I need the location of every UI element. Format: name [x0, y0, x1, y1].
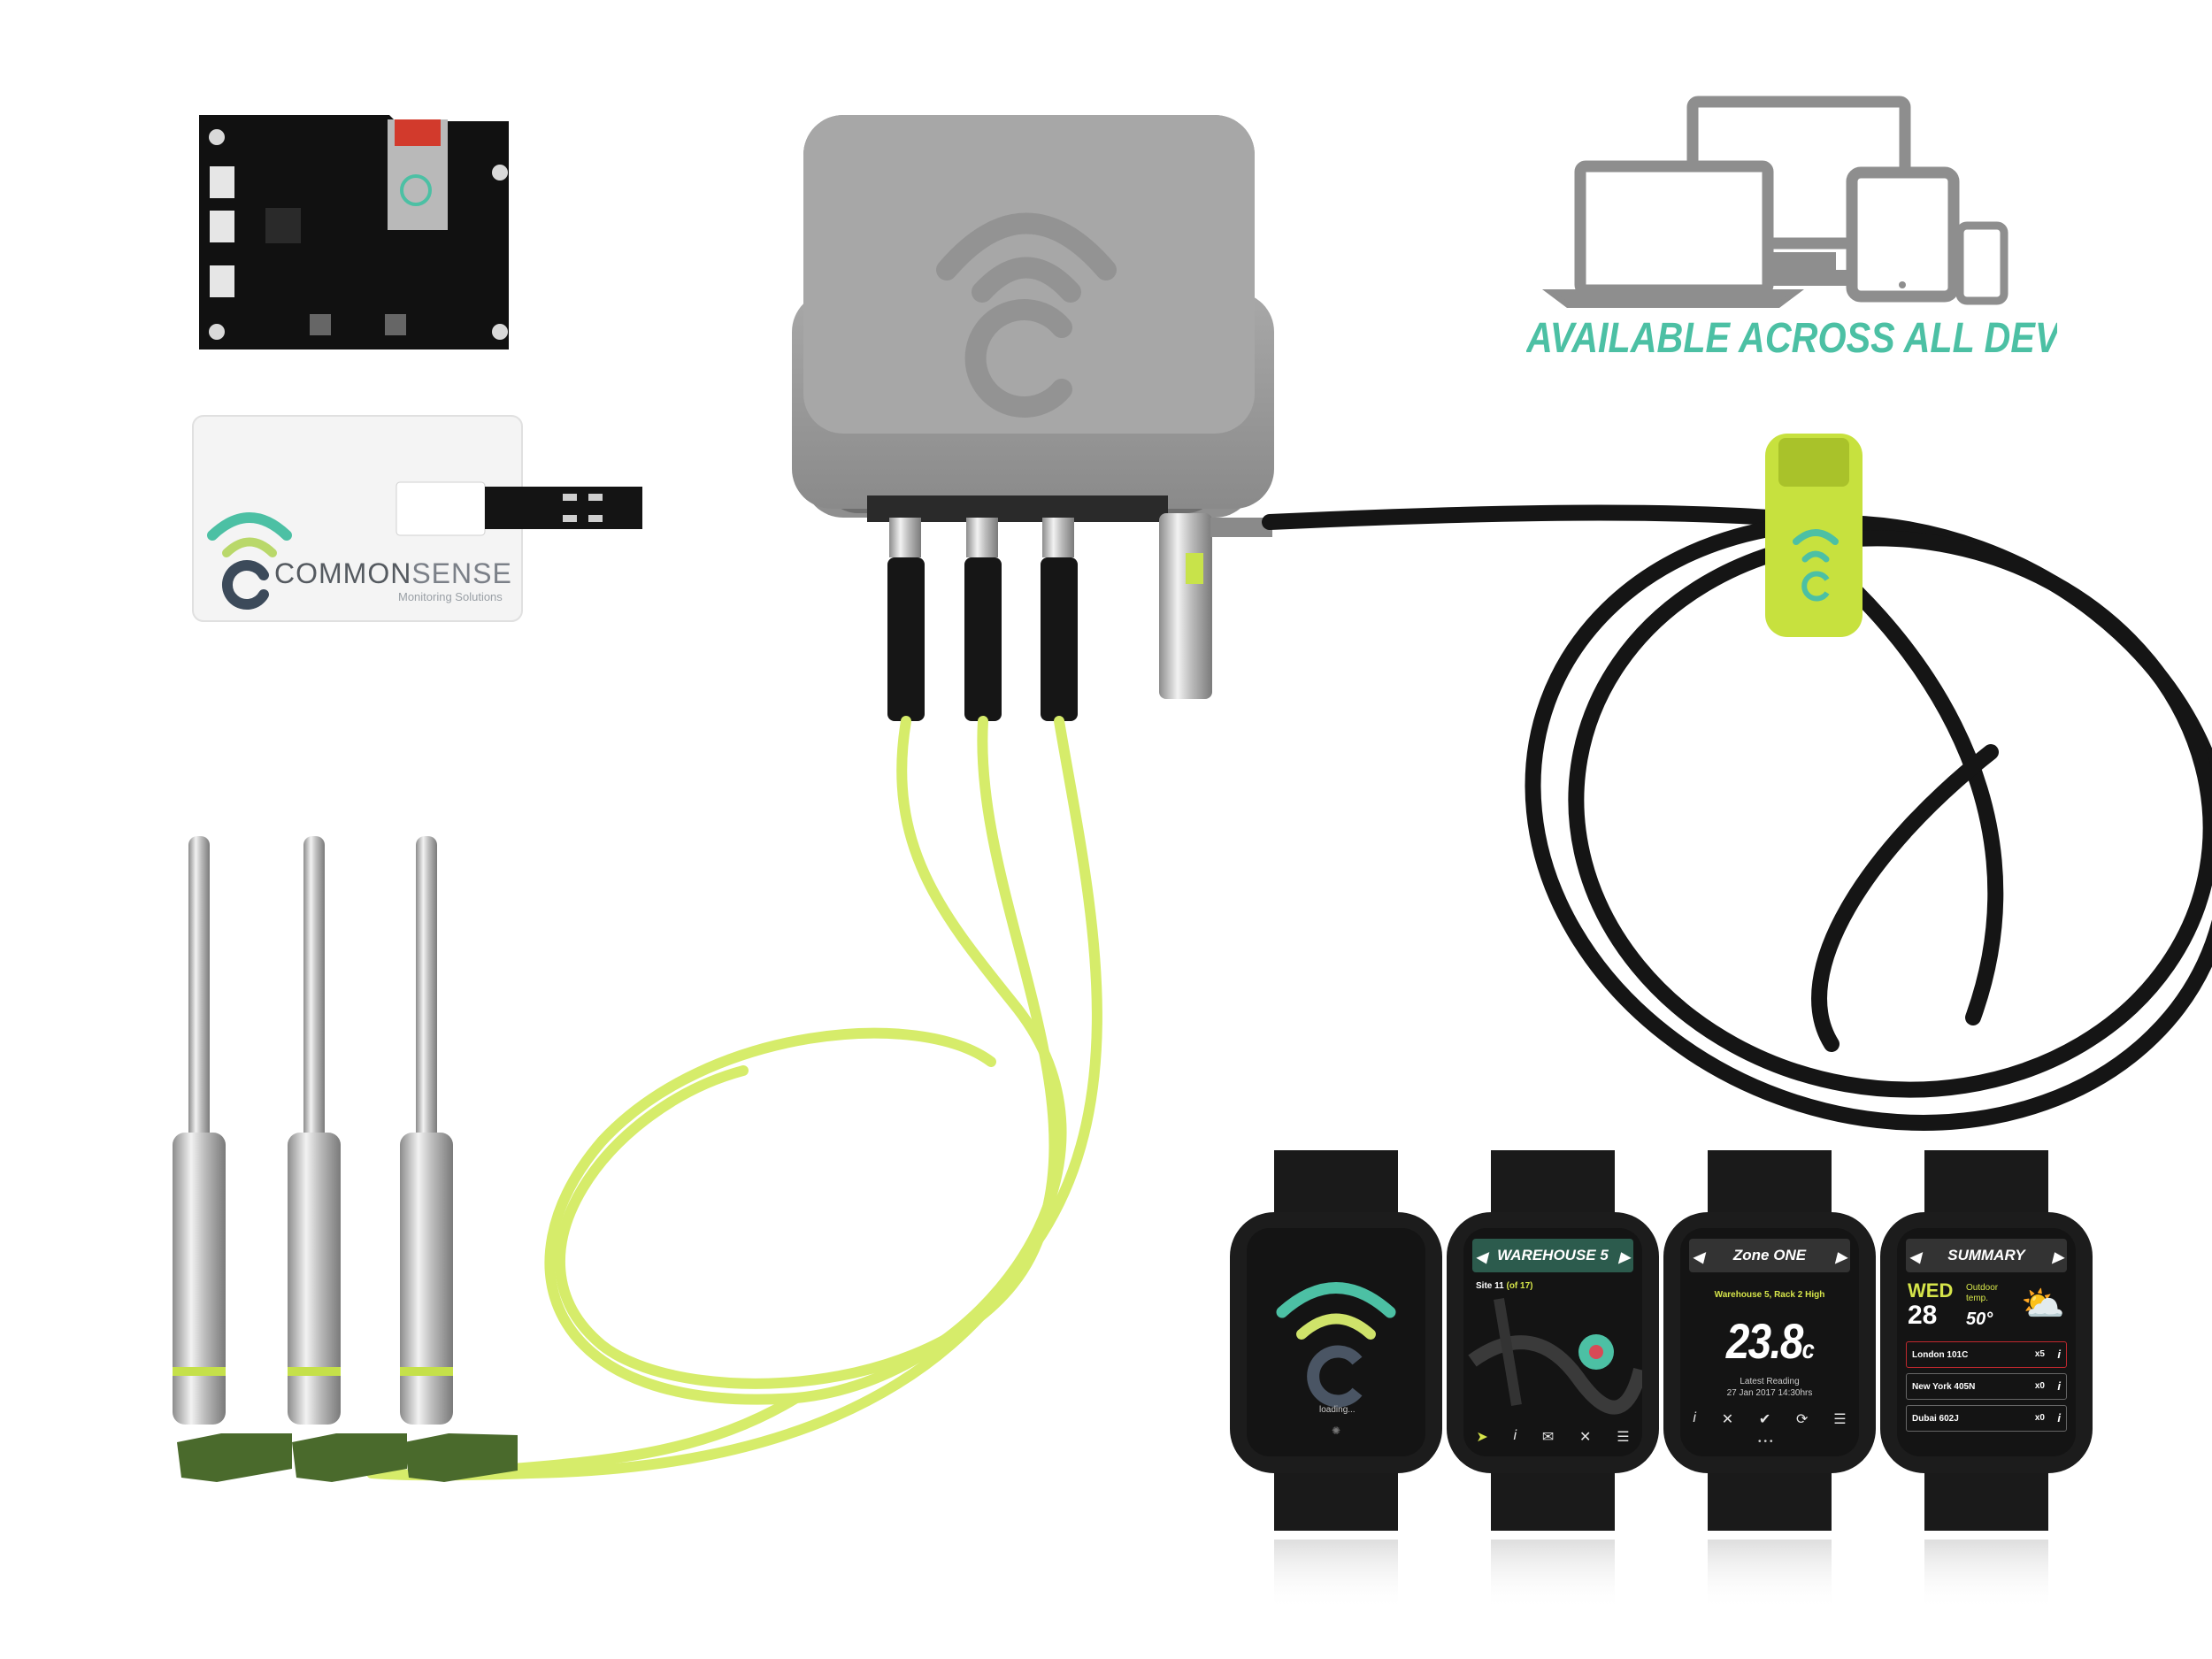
temperature-value: 23.8: [1725, 1313, 1804, 1369]
summary-title-bar[interactable]: ◀ SUMMARY ▶: [1906, 1239, 2067, 1272]
info-icon[interactable]: i: [1513, 1428, 1517, 1443]
summary-row[interactable]: New York 405N x0 i: [1906, 1373, 2067, 1400]
temperature-unit: c: [1801, 1335, 1815, 1364]
watch-screen-map: ◀ WAREHOUSE 5 ▶ Site 11 (of 17) ➤ i ✉ ✕ …: [1463, 1228, 1642, 1456]
weather-cloud-sun-icon: ⛅: [2021, 1285, 2065, 1324]
summary-title: SUMMARY: [1947, 1247, 2025, 1263]
app-logo-icon: [1276, 1282, 1396, 1408]
summary-row[interactable]: London 101C x5 i: [1906, 1341, 2067, 1368]
row-name: New York 405N: [1912, 1382, 1976, 1392]
site-label-text: Site 11: [1476, 1281, 1504, 1291]
lock-cable: [1262, 504, 2212, 1131]
info-icon[interactable]: i: [2057, 1411, 2061, 1425]
outdoor-temp: 50°: [1966, 1310, 1993, 1329]
summary-date: 28: [1908, 1301, 1938, 1330]
tablet-icon: [1846, 166, 1960, 303]
brand-bold: SENSE: [411, 557, 512, 589]
outdoor-label-2: temp.: [1966, 1294, 1989, 1303]
refresh-icon[interactable]: ⟳: [1796, 1412, 1809, 1427]
zone-icon-row: i ✕ ✔ ⟳ ☰: [1680, 1410, 1859, 1428]
hub-logo-icon: [936, 212, 1117, 418]
info-icon[interactable]: i: [2057, 1348, 2061, 1361]
availability-headline: AVAILABLE ACROSS ALL DEVICES: [1526, 315, 2057, 362]
phone-icon: [1955, 221, 2008, 305]
info-icon[interactable]: i: [2057, 1379, 2061, 1393]
mute-icon[interactable]: ✕: [1579, 1430, 1592, 1445]
cable-strap: [1765, 434, 1863, 637]
mail-icon[interactable]: ✉: [1541, 1430, 1555, 1445]
row-count: x0: [2034, 1413, 2045, 1423]
spinner-icon: ✺: [1332, 1425, 1341, 1437]
next-summary-icon[interactable]: ▶: [2052, 1250, 2063, 1265]
zone-temperature: 23.8c: [1694, 1312, 1846, 1370]
loading-status: loading...: [1319, 1405, 1356, 1415]
hub-connectors: [887, 513, 1272, 721]
zone-title-bar[interactable]: ◀ Zone ONE ▶: [1689, 1239, 1850, 1272]
row-name: London 101C: [1912, 1350, 1969, 1360]
prev-zone-icon[interactable]: ◀: [1693, 1250, 1704, 1265]
mute-icon[interactable]: ✕: [1721, 1412, 1734, 1427]
menu-icon[interactable]: ☰: [1833, 1412, 1847, 1427]
zone-location: Warehouse 5, Rack 2 High: [1714, 1290, 1825, 1300]
zone-title: Zone ONE: [1732, 1247, 1807, 1263]
page-dots: •••: [1758, 1437, 1776, 1447]
circuit-board: [199, 115, 509, 349]
usb-card: [192, 415, 642, 622]
sensor-hub: [792, 115, 1274, 522]
reading-label: Latest Reading: [1740, 1377, 1800, 1386]
card-brand: COMMONSENSE: [274, 557, 531, 590]
combination-lock: [1159, 513, 1272, 699]
sensor-cables: [366, 716, 1102, 1481]
navigate-icon[interactable]: ➤: [1476, 1430, 1488, 1445]
check-icon[interactable]: ✔: [1758, 1412, 1771, 1427]
temperature-probes: [173, 836, 518, 1482]
next-zone-icon[interactable]: ▶: [1835, 1250, 1847, 1265]
commonsense-logo-icon: [207, 512, 292, 610]
menu-icon[interactable]: ☰: [1617, 1430, 1630, 1445]
brand-light: COMMON: [274, 557, 412, 589]
map-title-bar[interactable]: ◀ WAREHOUSE 5 ▶: [1472, 1239, 1633, 1272]
probe-2: [288, 836, 407, 1482]
row-name: Dubai 602J: [1912, 1414, 1959, 1424]
summary-day: WED: [1908, 1279, 1954, 1302]
map-title: WAREHOUSE 5: [1497, 1247, 1609, 1263]
watch-screen-summary: ◀ SUMMARY ▶ WED 28 Outdoor temp. 50° ⛅ L…: [1897, 1228, 2076, 1456]
summary-row[interactable]: Dubai 602J x0 i: [1906, 1405, 2067, 1432]
card-tagline: Monitoring Solutions: [398, 590, 503, 603]
info-icon[interactable]: i: [1693, 1410, 1696, 1425]
prev-summary-icon[interactable]: ◀: [1909, 1250, 1921, 1265]
prev-arrow-icon[interactable]: ◀: [1476, 1250, 1487, 1265]
next-arrow-icon[interactable]: ▶: [1618, 1250, 1630, 1265]
row-count: x5: [2034, 1349, 2045, 1359]
site-of-text: (of 17): [1506, 1281, 1533, 1291]
map-view[interactable]: [1463, 1228, 1642, 1456]
devices-illustration: [1542, 96, 2008, 308]
probe-1: [173, 836, 292, 1482]
map-icon-row: ➤ i ✉ ✕ ☰: [1463, 1428, 1642, 1446]
watch-screen-loading: loading... ✺: [1247, 1228, 1425, 1456]
probe-3: [400, 836, 518, 1482]
outdoor-label: Outdoor: [1966, 1283, 1999, 1293]
laptop-icon: [1542, 160, 1804, 308]
watch-screen-zone: ◀ Zone ONE ▶ Warehouse 5, Rack 2 High 23…: [1680, 1228, 1859, 1456]
site-label: Site 11 (of 17): [1476, 1281, 1532, 1291]
reading-time: 27 Jan 2017 14:30hrs: [1726, 1388, 1813, 1398]
row-count: x0: [2034, 1381, 2045, 1391]
